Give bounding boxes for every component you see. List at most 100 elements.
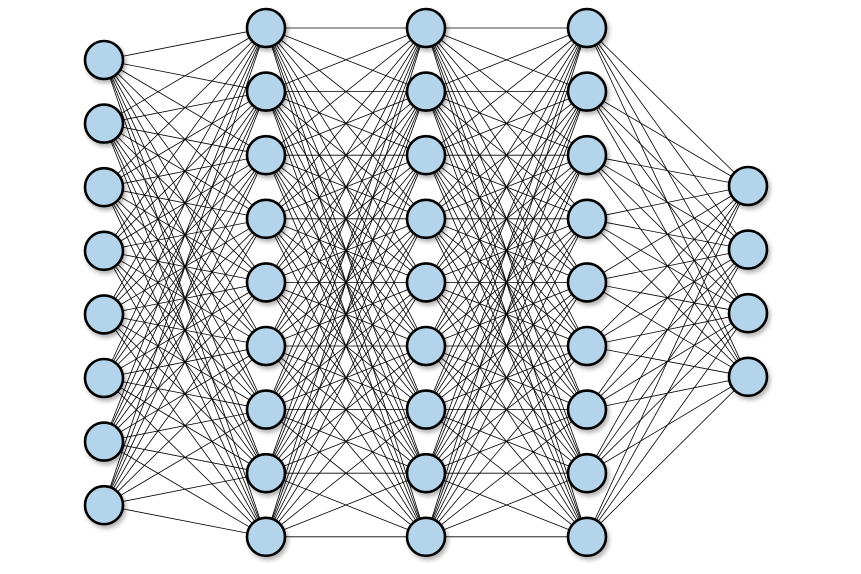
neuron-layer-2-node-2 xyxy=(405,134,447,176)
edge-l1-n4-to-n0 xyxy=(265,27,427,283)
edge-l0-n2-to-n0 xyxy=(103,27,267,188)
edge-l1-n6-to-n0 xyxy=(265,27,427,410)
edge-l0-n6-to-n0 xyxy=(103,27,267,442)
edge-l1-n8-to-n1 xyxy=(265,91,427,537)
neuron-layer-1-node-0 xyxy=(245,7,287,49)
edge-l3-n5-to-n0 xyxy=(586,185,749,347)
neuron-layer-2-node-3 xyxy=(405,198,447,240)
edge-l3-n1-to-n0 xyxy=(586,91,749,187)
neuron-layer-0-node-0 xyxy=(83,39,125,81)
edge-l3-n8-to-n3 xyxy=(586,376,749,538)
edge-l0-n7-to-n4 xyxy=(103,282,267,506)
neuron-layer-4-node-1 xyxy=(727,229,769,270)
neuron-layer-1-node-8 xyxy=(245,516,287,558)
edge-l2-n2-to-n0 xyxy=(425,27,588,156)
neuron-layer-2-node-4 xyxy=(405,262,447,303)
edge-l0-n5-to-n0 xyxy=(103,27,267,379)
edge-l2-n8-to-n7 xyxy=(425,472,588,538)
neuron-layer-0-node-4 xyxy=(83,294,125,335)
connections xyxy=(103,27,749,538)
edge-l0-n1-to-n0 xyxy=(103,27,267,124)
edge-l0-n7-to-n2 xyxy=(103,155,267,506)
edge-l2-n8-to-n4 xyxy=(425,282,588,538)
edge-l1-n8-to-n5 xyxy=(265,345,427,538)
edge-l1-n7-to-n0 xyxy=(265,27,427,474)
edge-l0-n7-to-n0 xyxy=(103,27,267,506)
edge-l2-n8-to-n2 xyxy=(425,155,588,537)
neuron-layer-1-node-7 xyxy=(245,452,287,494)
neuron-layer-3-node-8 xyxy=(566,516,608,558)
neuron-layer-0-node-2 xyxy=(83,166,125,208)
edge-l2-n7-to-n0 xyxy=(425,27,588,474)
neuron-layer-0-node-3 xyxy=(83,230,125,272)
neuron-layer-4-node-0 xyxy=(727,165,769,207)
edge-l0-n7-to-n5 xyxy=(103,345,267,506)
edge-l1-n5-to-n0 xyxy=(265,27,427,347)
neuron-layer-1-node-5 xyxy=(245,325,287,367)
neuron-layer-3-node-0 xyxy=(566,7,608,49)
layer-0 xyxy=(83,39,125,526)
neuron-layer-3-node-6 xyxy=(566,389,608,430)
edge-l3-n7-to-n0 xyxy=(586,185,749,474)
neuron-layer-1-node-1 xyxy=(245,71,287,112)
layer-3 xyxy=(566,7,608,558)
edge-l1-n8-to-n7 xyxy=(265,472,427,538)
edge-l1-n8-to-n2 xyxy=(265,155,427,537)
layer-1 xyxy=(245,7,287,558)
edge-l1-n8-to-n0 xyxy=(265,27,427,537)
edge-l3-n6-to-n0 xyxy=(586,185,749,410)
neuron-layer-4-node-3 xyxy=(727,356,769,398)
edge-l1-n8-to-n6 xyxy=(265,409,427,538)
edge-l3-n8-to-n2 xyxy=(586,312,749,538)
neuron-layer-2-node-8 xyxy=(405,516,447,558)
neuron-layer-2-node-1 xyxy=(405,71,447,112)
neurons xyxy=(83,7,769,558)
neuron-layer-3-node-5 xyxy=(566,325,608,367)
edge-l2-n3-to-n0 xyxy=(425,27,588,220)
edge-l3-n0-to-n0 xyxy=(586,27,749,187)
edge-l2-n8-to-n1 xyxy=(425,91,588,537)
neuron-layer-3-node-3 xyxy=(566,198,608,240)
edge-l3-n8-to-n0 xyxy=(586,185,749,537)
neuron-layer-0-node-5 xyxy=(83,357,125,399)
neuron-layer-3-node-1 xyxy=(566,71,608,112)
neuron-layer-3-node-7 xyxy=(566,452,608,494)
neuron-layer-0-node-1 xyxy=(83,103,125,144)
layer-2 xyxy=(405,7,447,558)
edge-l2-n8-to-n3 xyxy=(425,218,588,537)
neuron-layer-0-node-7 xyxy=(83,484,125,526)
neuron-layer-3-node-4 xyxy=(566,262,608,303)
neuron-layer-1-node-3 xyxy=(245,198,287,240)
edge-l2-n8-to-n6 xyxy=(425,409,588,538)
edge-l0-n7-to-n1 xyxy=(103,91,267,506)
neuron-layer-0-node-6 xyxy=(83,421,125,462)
neuron-layer-4-node-2 xyxy=(727,292,769,334)
edge-l2-n8-to-n0 xyxy=(425,27,588,537)
neuron-layer-3-node-2 xyxy=(566,134,608,176)
edge-l0-n0-to-n0 xyxy=(103,27,267,61)
edge-l3-n2-to-n0 xyxy=(586,154,749,187)
edge-l0-n4-to-n0 xyxy=(103,27,267,315)
edge-l3-n3-to-n0 xyxy=(586,185,749,220)
edge-l2-n1-to-n0 xyxy=(425,27,588,92)
edge-l1-n3-to-n0 xyxy=(265,27,427,220)
edge-l1-n1-to-n0 xyxy=(265,27,427,92)
neuron-layer-1-node-4 xyxy=(245,262,287,303)
edge-l1-n2-to-n0 xyxy=(265,27,427,156)
neuron-layer-1-node-2 xyxy=(245,134,287,176)
layer-4 xyxy=(727,165,769,398)
edge-l1-n8-to-n4 xyxy=(265,282,427,538)
edge-l0-n7-to-n6 xyxy=(103,409,267,506)
neuron-layer-1-node-6 xyxy=(245,389,287,430)
neuron-layer-2-node-7 xyxy=(405,452,447,494)
neuron-layer-2-node-5 xyxy=(405,325,447,367)
edge-l3-n4-to-n0 xyxy=(586,185,749,283)
edge-l2-n8-to-n5 xyxy=(425,345,588,538)
neuron-layer-2-node-6 xyxy=(405,389,447,430)
edge-l0-n7-to-n3 xyxy=(103,218,267,506)
edge-l0-n7-to-n7 xyxy=(103,472,267,506)
edge-l1-n8-to-n3 xyxy=(265,218,427,537)
edge-l2-n5-to-n0 xyxy=(425,27,588,347)
